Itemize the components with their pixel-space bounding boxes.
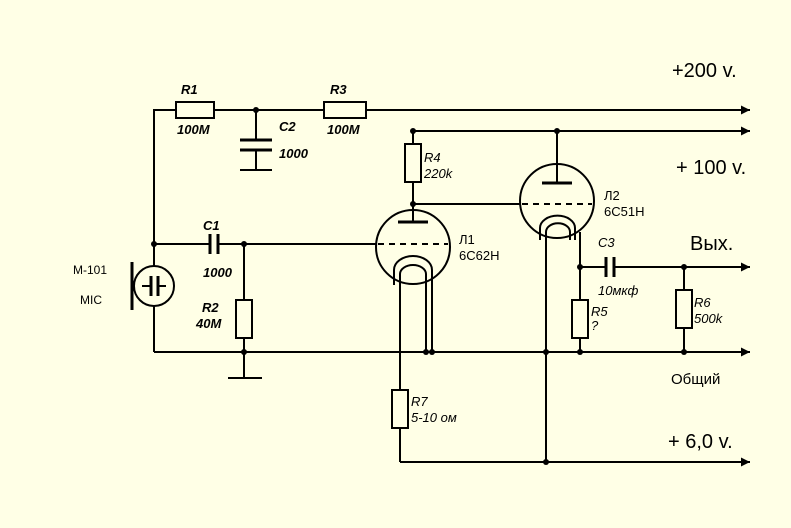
r7-value: 5-10 ом — [411, 410, 457, 425]
microphone-icon — [130, 244, 175, 352]
c3-value: 10мкф — [598, 283, 639, 298]
mic-model: M-101 — [73, 263, 107, 277]
r3-ref: R3 — [330, 82, 347, 97]
c1-ref: C1 — [203, 218, 220, 233]
resistor-r5 — [571, 299, 589, 339]
resistor-r7 — [391, 389, 409, 462]
junction-r2-bottom — [241, 349, 247, 355]
r2-value: 40M — [195, 316, 222, 331]
tube-l2 — [519, 131, 595, 462]
junction-c3 — [577, 264, 583, 270]
r2-ref: R2 — [202, 300, 219, 315]
l2-ref: Л2 — [604, 188, 620, 203]
r7-ref: R7 — [411, 394, 428, 409]
r1-value: 100M — [177, 122, 211, 137]
junction-r6-bottom — [681, 349, 687, 355]
r5-value: ? — [591, 318, 599, 333]
rail-output-label: Вых. — [690, 233, 733, 255]
c2-value: 1000 — [279, 146, 309, 161]
rail-common-label: Общий — [671, 371, 720, 388]
l2-value: 6С51Н — [604, 204, 644, 219]
tube-l1 — [375, 131, 451, 390]
r3-value: 100M — [327, 122, 361, 137]
junction-l2-plate — [554, 128, 560, 134]
wire-r1-left — [153, 109, 176, 244]
capacitor-c1 — [154, 234, 380, 254]
r6-ref: R6 — [694, 295, 711, 310]
junction-r6-top — [681, 264, 687, 270]
junction-l2-heater — [543, 349, 549, 355]
junction-plus6 — [543, 459, 549, 465]
r5-ref: R5 — [591, 304, 608, 319]
l1-ref: Л1 — [459, 232, 475, 247]
r4-ref: R4 — [424, 150, 441, 165]
resistor-r1 — [175, 101, 218, 119]
junction-l1-heater-b — [429, 349, 435, 355]
r6-value: 500k — [694, 311, 724, 326]
mic-label: MIC — [80, 293, 102, 307]
resistor-r2 — [228, 244, 262, 379]
c2-ref: C2 — [279, 119, 296, 134]
junction-c2 — [253, 107, 259, 113]
c3-ref: C3 — [598, 235, 615, 250]
l1-value: 6С62Н — [459, 248, 499, 263]
r1-ref: R1 — [181, 82, 198, 97]
rail-plus200-label: +200 v. — [672, 60, 737, 82]
resistor-r4 — [404, 143, 422, 183]
capacitor-c2 — [240, 110, 272, 171]
junction-r4-top — [410, 128, 416, 134]
capacitor-c3 — [580, 257, 616, 277]
r4-value: 220k — [423, 166, 454, 181]
rail-plus100-label: + 100 v. — [676, 157, 746, 179]
junction-r5 — [577, 349, 583, 355]
rail-plus6-label: + 6,0 v. — [668, 431, 733, 453]
resistor-r6 — [675, 267, 693, 352]
c1-value: 1000 — [203, 265, 233, 280]
junction-r2-top — [241, 241, 247, 247]
junction-l1-heater-a — [423, 349, 429, 355]
resistor-r3 — [323, 101, 367, 119]
